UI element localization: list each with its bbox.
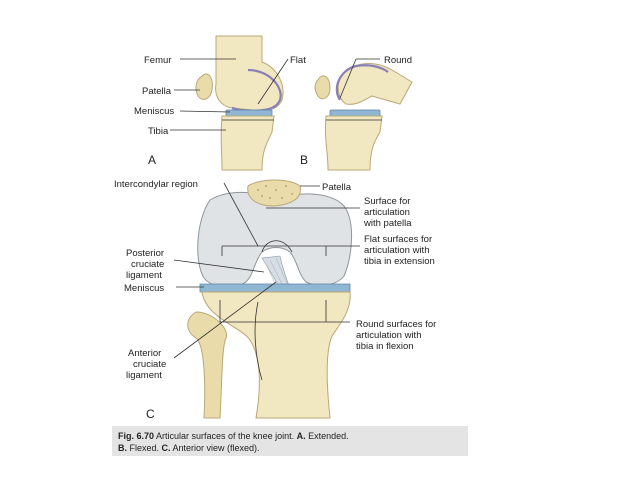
leader-lines <box>170 58 380 359</box>
label-posterior-3: ligament <box>126 270 162 281</box>
label-flat: Flat <box>290 55 306 66</box>
label-surface-patella-2: articulation <box>364 207 410 218</box>
label-meniscus-c: Meniscus <box>124 283 164 294</box>
label-anterior-1: Anterior <box>128 348 161 359</box>
label-femur: Femur <box>144 55 171 66</box>
figure-caption: Fig. 6.70 Articular surfaces of the knee… <box>112 426 468 456</box>
label-round-surfaces-3: tibia in flexion <box>356 341 414 352</box>
caption-text: Articular surfaces of the knee joint. <box>154 431 297 441</box>
label-panel-b: B <box>300 153 308 167</box>
caption-line-2: B. Flexed. C. Anterior view (flexed). <box>118 442 462 454</box>
label-flat-surfaces-3: tibia in extension <box>364 256 435 267</box>
meniscus-a <box>225 109 273 117</box>
caption-a-text: Extended. <box>305 431 349 441</box>
caption-b-key: B. <box>118 443 127 453</box>
label-flat-surfaces-2: articulation with <box>364 245 429 256</box>
panel-c-drawing <box>187 179 353 419</box>
label-patella-a: Patella <box>142 86 172 97</box>
label-surface-patella-1: Surface for <box>364 196 410 207</box>
meniscus-b <box>329 109 381 117</box>
meniscus-c <box>199 283 351 293</box>
label-intercondylar: Intercondylar region <box>114 179 198 190</box>
tibia-b <box>324 115 383 171</box>
label-panel-c: C <box>146 407 155 421</box>
label-round: Round <box>384 55 412 66</box>
caption-c-key: C. <box>161 443 171 453</box>
label-posterior-1: Posterior <box>126 248 164 259</box>
caption-fig-number: Fig. 6.70 <box>118 431 155 441</box>
caption-line-1: Fig. 6.70 Articular surfaces of the knee… <box>118 430 462 442</box>
label-round-surfaces-1: Round surfaces for <box>356 319 436 330</box>
label-round-surfaces-2: articulation with <box>356 330 421 341</box>
label-anterior-2: cruciate <box>133 359 166 370</box>
patella-c <box>247 179 301 207</box>
fibula-c <box>187 311 228 419</box>
label-posterior-2: cruciate <box>131 259 164 270</box>
patella-b <box>314 75 331 100</box>
caption-c-text: Anterior view (flexed). <box>170 443 260 453</box>
label-flat-surfaces-1: Flat surfaces for <box>364 234 432 245</box>
panel-b-drawing <box>314 63 413 171</box>
caption-a-key: A. <box>296 431 306 441</box>
patella-a <box>195 73 213 100</box>
femur-a <box>215 35 284 112</box>
text-labels: Femur Flat Round Patella Meniscus Tibia … <box>114 55 436 421</box>
label-anterior-3: ligament <box>126 370 162 381</box>
tibia-c <box>201 291 351 419</box>
label-tibia: Tibia <box>148 126 169 137</box>
caption-b-text: Flexed. <box>127 443 162 453</box>
label-surface-patella-3: with patella <box>363 218 412 229</box>
label-panel-a: A <box>148 153 156 167</box>
tibia-a <box>220 115 275 171</box>
label-patella-c: Patella <box>322 182 352 193</box>
label-meniscus-a: Meniscus <box>134 106 174 117</box>
panel-a-drawing <box>195 35 284 171</box>
